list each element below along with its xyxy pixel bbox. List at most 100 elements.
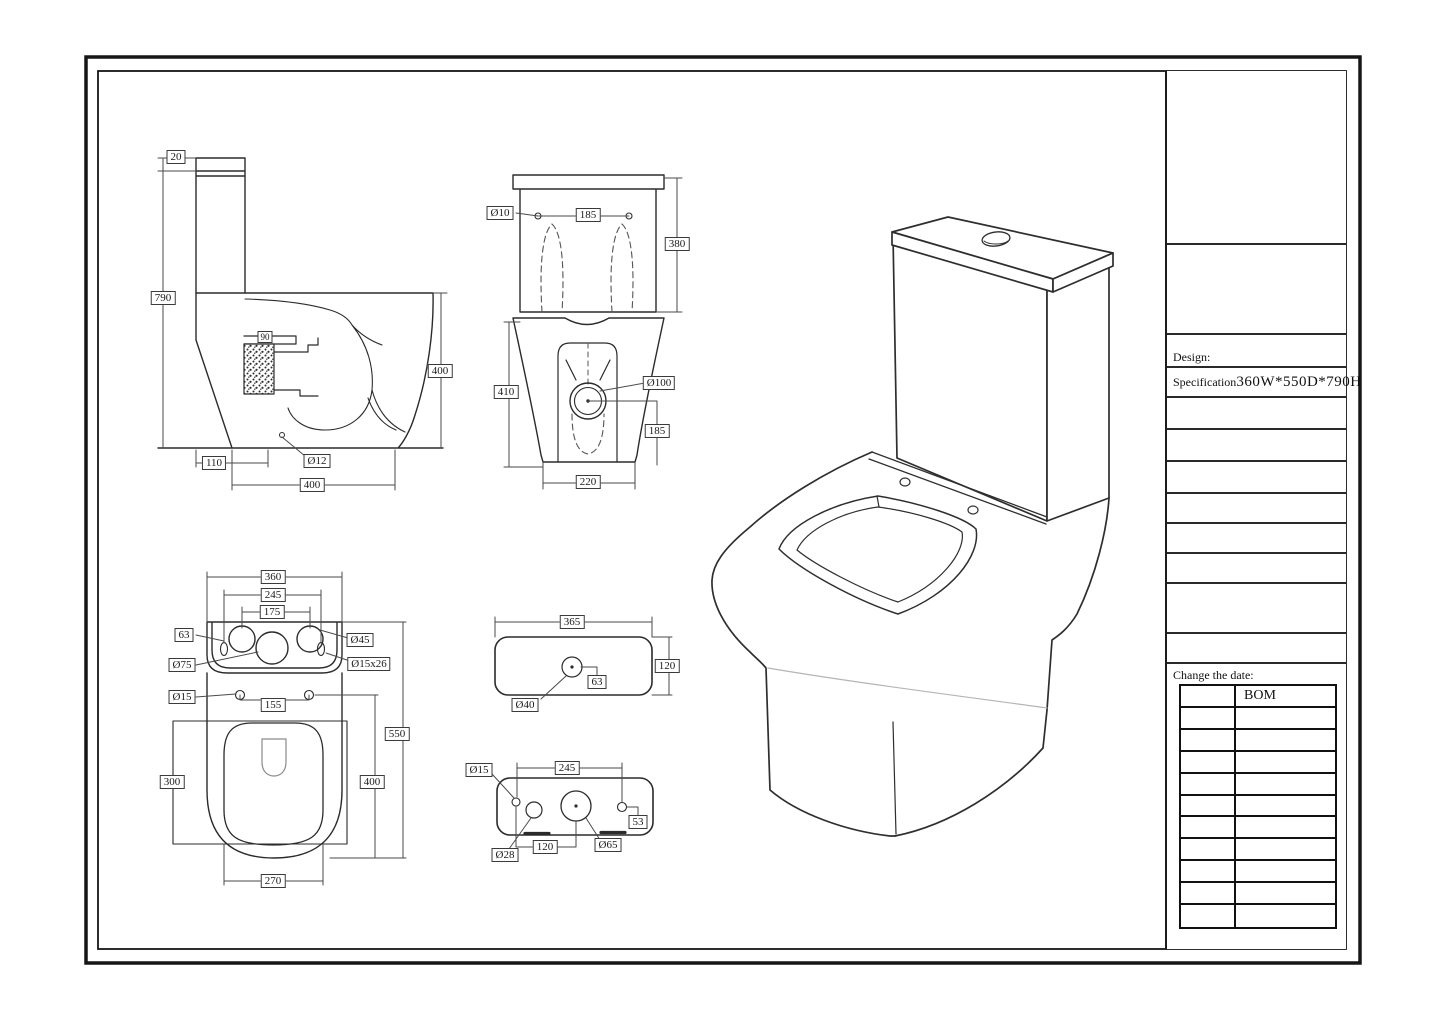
persp-seat-hole-right bbox=[967, 505, 979, 515]
dim-front-outlet: Ø100 bbox=[642, 376, 676, 390]
outer-border bbox=[84, 55, 1362, 965]
bom-cell bbox=[1181, 773, 1236, 796]
title-block-row-blank7 bbox=[1167, 554, 1346, 584]
lid-dim-lines bbox=[494, 616, 673, 700]
title-block-row-blank5 bbox=[1167, 494, 1346, 524]
front-outlet-dashed bbox=[571, 413, 605, 455]
underside-hole-center bbox=[574, 804, 578, 808]
persp-rim-outer bbox=[778, 495, 978, 615]
bom-cell bbox=[1236, 817, 1335, 840]
specification-label: Specification bbox=[1173, 375, 1237, 389]
bom-cell bbox=[1181, 707, 1236, 730]
title-block-row-logo bbox=[1167, 71, 1346, 245]
dim-top-hole-d45: Ø45 bbox=[346, 633, 374, 647]
bom-cell bbox=[1181, 839, 1236, 862]
dim-front-tank-height: 380 bbox=[664, 237, 690, 251]
title-block-row-blank1 bbox=[1167, 245, 1346, 335]
dim-under-hole-spacing: 120 bbox=[532, 840, 558, 854]
title-block-row-bom: Change the date: BOM bbox=[1167, 664, 1346, 947]
persp-flush-button bbox=[981, 231, 1011, 247]
bom-cell bbox=[1181, 861, 1236, 884]
title-block-row-design: Design: bbox=[1167, 335, 1346, 368]
persp-deck-lines bbox=[868, 451, 1048, 525]
dim-top-depth: 550 bbox=[384, 727, 410, 741]
bom-cell bbox=[1181, 751, 1236, 774]
sheet-borders bbox=[84, 55, 1362, 965]
bom-cell bbox=[1181, 817, 1236, 840]
bom-cell bbox=[1236, 774, 1335, 796]
persp-rim-inner bbox=[796, 506, 963, 603]
title-block-row-blank6 bbox=[1167, 524, 1346, 554]
front-view bbox=[503, 174, 683, 490]
bom-cell bbox=[1236, 861, 1335, 884]
dim-front-base-width: 220 bbox=[575, 475, 601, 489]
inner-border bbox=[97, 70, 1347, 950]
dim-top-hole-spacing: 175 bbox=[259, 605, 285, 619]
bom-cell bbox=[1236, 708, 1335, 730]
dim-top-edge-offset: 63 bbox=[174, 628, 194, 642]
dim-side-bowl-height: 400 bbox=[427, 364, 453, 378]
persp-body-right bbox=[894, 497, 1110, 837]
underside-pin-left bbox=[511, 797, 521, 807]
dim-under-hole-d65: Ø65 bbox=[594, 838, 622, 852]
bom-cell bbox=[1181, 905, 1236, 927]
bom-cell bbox=[1236, 839, 1335, 862]
plan-hole-d45-right bbox=[296, 625, 324, 653]
title-block: Design: Specification 360W*550D*790H Cha… bbox=[1165, 71, 1361, 949]
dim-under-pin-spacing: 245 bbox=[554, 761, 580, 775]
persp-base-crease bbox=[892, 721, 897, 835]
design-label: Design: bbox=[1173, 350, 1211, 364]
change-date-label: Change the date: bbox=[1173, 668, 1254, 682]
perspective-view bbox=[711, 216, 1114, 837]
dim-front-hole: Ø10 bbox=[486, 206, 514, 220]
dim-front-hole-spacing: 185 bbox=[575, 208, 601, 222]
underside-view bbox=[491, 762, 654, 850]
dim-top-seat-hole-spacing: 155 bbox=[260, 698, 286, 712]
underside-pin-right bbox=[616, 801, 628, 813]
title-block-row-blank2 bbox=[1167, 398, 1346, 430]
persp-button-detail bbox=[983, 240, 1009, 245]
bom-cell bbox=[1181, 686, 1236, 708]
dim-lid-depth: 120 bbox=[654, 659, 680, 673]
plan-hole-d75 bbox=[255, 631, 289, 665]
dim-front-outlet-height: 185 bbox=[644, 424, 670, 438]
dim-top-bowl-length: 400 bbox=[359, 775, 385, 789]
title-block-row-blank3 bbox=[1167, 430, 1346, 462]
persp-lid-edge-right bbox=[1052, 252, 1114, 293]
lid-outline bbox=[494, 636, 653, 696]
dim-side-hole: Ø12 bbox=[303, 454, 331, 468]
dim-under-side-offset: 53 bbox=[628, 815, 648, 829]
bom-cell bbox=[1181, 883, 1236, 906]
dim-top-width: 360 bbox=[260, 570, 286, 584]
plan-opening-outline bbox=[223, 722, 324, 846]
persp-rim-split bbox=[876, 495, 880, 508]
title-block-row-blank4 bbox=[1167, 462, 1346, 494]
dim-top-slot-size: Ø15x26 bbox=[347, 657, 391, 671]
bom-cell bbox=[1236, 905, 1335, 927]
side-bowl-inner bbox=[244, 298, 406, 433]
dim-side-lid-thickness: 20 bbox=[166, 150, 186, 164]
title-block-row-specification: Specification 360W*550D*790H bbox=[1167, 368, 1361, 398]
bom-cell bbox=[1236, 796, 1335, 818]
dim-lid-hole-offset: 63 bbox=[587, 675, 607, 689]
dim-lid-width: 365 bbox=[559, 615, 585, 629]
plan-seat-outline bbox=[206, 672, 343, 859]
underside-outline bbox=[496, 777, 654, 836]
title-block-row-blank9 bbox=[1167, 634, 1346, 664]
dim-front-bowl-height: 410 bbox=[493, 385, 519, 399]
bom-cell bbox=[1236, 752, 1335, 774]
dim-side-foot-offset: 110 bbox=[201, 456, 227, 470]
bom-table: BOM bbox=[1179, 684, 1337, 929]
dim-side-trap: 90 bbox=[257, 331, 273, 343]
dim-top-hole-d75: Ø75 bbox=[168, 658, 196, 672]
underside-clips bbox=[523, 830, 627, 836]
side-tank-outline bbox=[195, 157, 246, 294]
title-block-row-blank8 bbox=[1167, 584, 1346, 634]
bom-header-cell: BOM bbox=[1236, 686, 1335, 708]
front-tank-dashed bbox=[540, 223, 634, 313]
side-view bbox=[157, 157, 448, 491]
dim-under-pin-hole: Ø15 bbox=[465, 763, 493, 777]
lid-view bbox=[494, 616, 673, 700]
